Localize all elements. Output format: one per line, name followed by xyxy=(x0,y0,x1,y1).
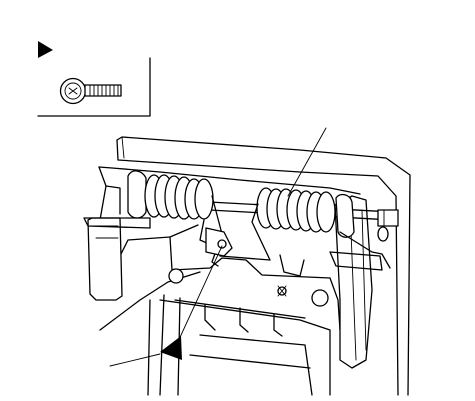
left-hinge-bracket xyxy=(87,217,123,301)
lid-outline xyxy=(116,136,411,396)
bolt-leader-line-2 xyxy=(175,245,223,347)
seat-rail-left xyxy=(99,271,201,331)
plate-hole-left xyxy=(168,268,184,284)
legend-frame xyxy=(37,57,151,117)
seat-hinge-assembly xyxy=(83,127,411,396)
bolt-leader-line xyxy=(109,353,161,367)
left-torsion-spring xyxy=(127,170,223,267)
callout-pointer-icon xyxy=(160,336,182,360)
body-plate xyxy=(169,236,341,331)
spring-leader-line xyxy=(287,127,327,197)
fastener-legend xyxy=(37,41,151,117)
shaft-end-cap xyxy=(377,209,399,227)
legend-pointer-icon xyxy=(38,41,53,58)
right-torsion-spring xyxy=(219,187,391,269)
flanged-bolt-icon xyxy=(59,77,122,105)
plate-hole-right xyxy=(311,289,329,307)
lid-inner-edge xyxy=(116,139,399,396)
